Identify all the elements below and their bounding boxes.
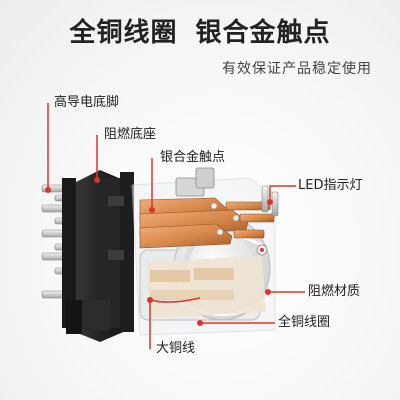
callout-coil: 全铜线圈	[278, 315, 331, 330]
headline: 全铜线圈银合金触点	[0, 12, 400, 49]
callout-dots	[45, 177, 273, 326]
callout-pins: 高导电底脚	[54, 95, 120, 110]
callout-led: LED指示灯	[298, 178, 363, 193]
subtitle: 有效保证产品稳定使用	[222, 61, 372, 77]
led-indicator	[256, 244, 268, 256]
callout-wire: 大铜线	[156, 341, 196, 356]
callout-lines	[47, 103, 305, 349]
armature	[175, 167, 215, 197]
callout-base: 阻燃底座	[104, 127, 157, 142]
headline-part-1: 全铜线圈	[69, 18, 178, 48]
callout-material: 阻燃材质	[308, 284, 361, 299]
coil-label	[146, 256, 266, 318]
top-pins	[261, 185, 279, 217]
headline-part-2: 银合金触点	[195, 18, 331, 48]
black-base	[62, 170, 134, 342]
callout-contacts: 银合金触点	[160, 150, 226, 165]
contact-springs	[139, 197, 275, 249]
